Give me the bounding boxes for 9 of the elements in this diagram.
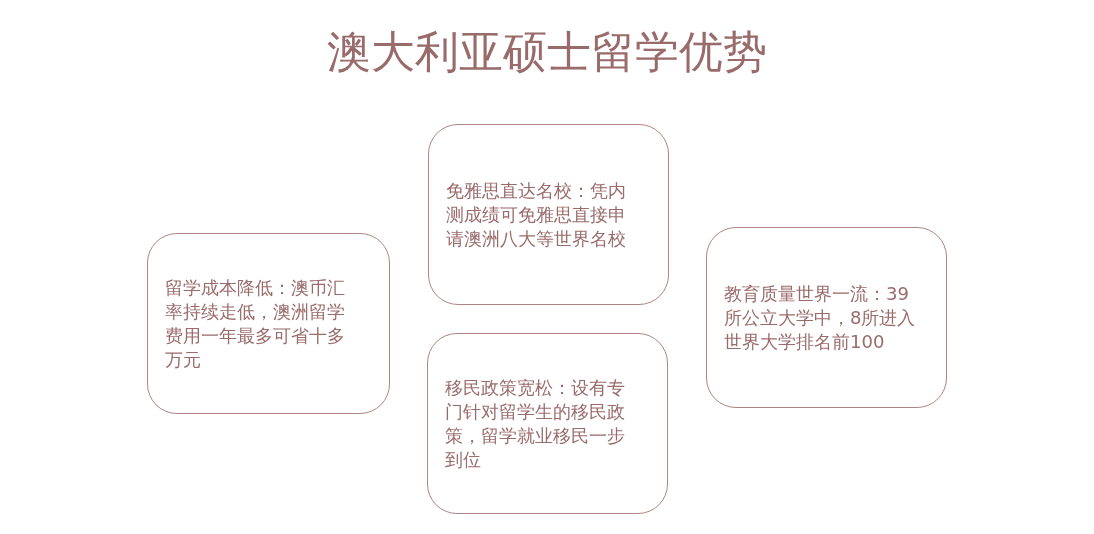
box-text: 教育质量世界一流：39所公立大学中，8所进入世界大学排名前100 [724,281,916,354]
rounded-box [706,227,947,408]
title: 澳大利亚硕士留学优势 [326,25,768,79]
box-text: 留学成本降低：澳币汇率持续走低，澳洲留学费用一年最多可省十多万元 [165,275,346,372]
rounded-box [147,233,390,414]
rounded-box [427,333,668,514]
rounded-box [428,124,669,305]
box-text: 免雅思直达名校：凭内测成绩可免雅思直接申请澳洲八大等世界名校 [446,178,627,251]
box-text: 移民政策宽松：设有专门针对留学生的移民政策，留学就业移民一步到位 [445,375,626,472]
